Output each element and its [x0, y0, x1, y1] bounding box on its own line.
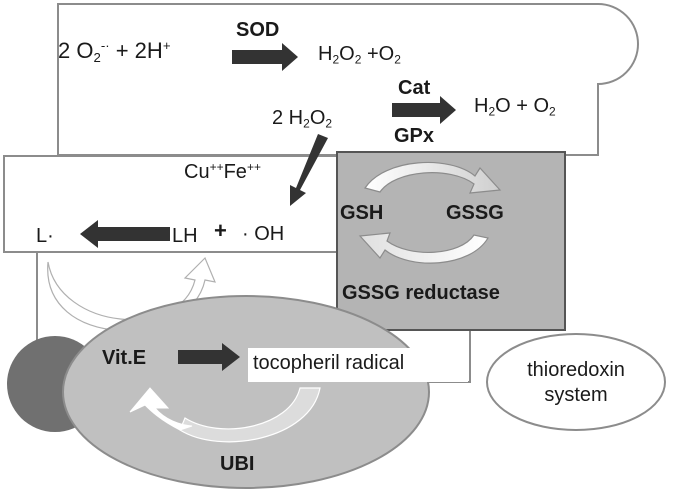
- top-reaction-box: [57, 3, 639, 156]
- tocopheril-radical-label: tocopheril radical: [253, 352, 405, 374]
- sod-arrow: [232, 43, 298, 71]
- cat-gpx-arrow: [392, 96, 456, 124]
- catalase-label: Cat: [398, 77, 431, 99]
- tocopheril-backdrop: [248, 348, 468, 382]
- thioredoxin-ellipse: [486, 333, 666, 431]
- vite-arrow: [178, 343, 240, 371]
- gssg-to-gsh-arrow: [358, 232, 489, 264]
- vitamin-ellipse: [62, 295, 430, 489]
- thioredoxin-line2: system: [544, 384, 608, 406]
- vitamin-e-label: Vit.E: [102, 347, 147, 369]
- ubi-label: UBI: [220, 453, 255, 475]
- lipid-plus: +: [214, 218, 227, 243]
- gpx-label: GPx: [394, 125, 435, 147]
- gsh-label: GSH: [340, 202, 384, 224]
- superoxide-reactants: 2 O2-· + 2H+: [58, 38, 171, 65]
- hydroxyl-radical: · OH: [242, 223, 285, 245]
- peroxide-reactant: 2 H2O2: [272, 107, 333, 131]
- fenton-metals: Cu++Fe++: [184, 159, 261, 183]
- lipid-lh: LH: [172, 225, 198, 247]
- gssg-label: GSSG: [446, 202, 504, 224]
- lipid-arrow: [80, 220, 170, 248]
- thioredoxin-line1: thioredoxin: [527, 359, 625, 381]
- gssg-reductase-label: GSSG reductase: [342, 282, 500, 304]
- ubi-recycle-arrow-left: [129, 387, 193, 431]
- ubi-recycle-arrow-right: [179, 387, 321, 443]
- sod-label: SOD: [236, 19, 280, 41]
- thioredoxin-label: thioredoxin system: [487, 358, 665, 408]
- lipid-radical: L·: [36, 225, 54, 247]
- peroxide-products: H2O + O2: [474, 95, 556, 119]
- gsh-to-gssg-arrow: [364, 161, 502, 194]
- superoxide-products: H2O2 +O2: [318, 43, 401, 67]
- fenton-arrow: [290, 134, 328, 206]
